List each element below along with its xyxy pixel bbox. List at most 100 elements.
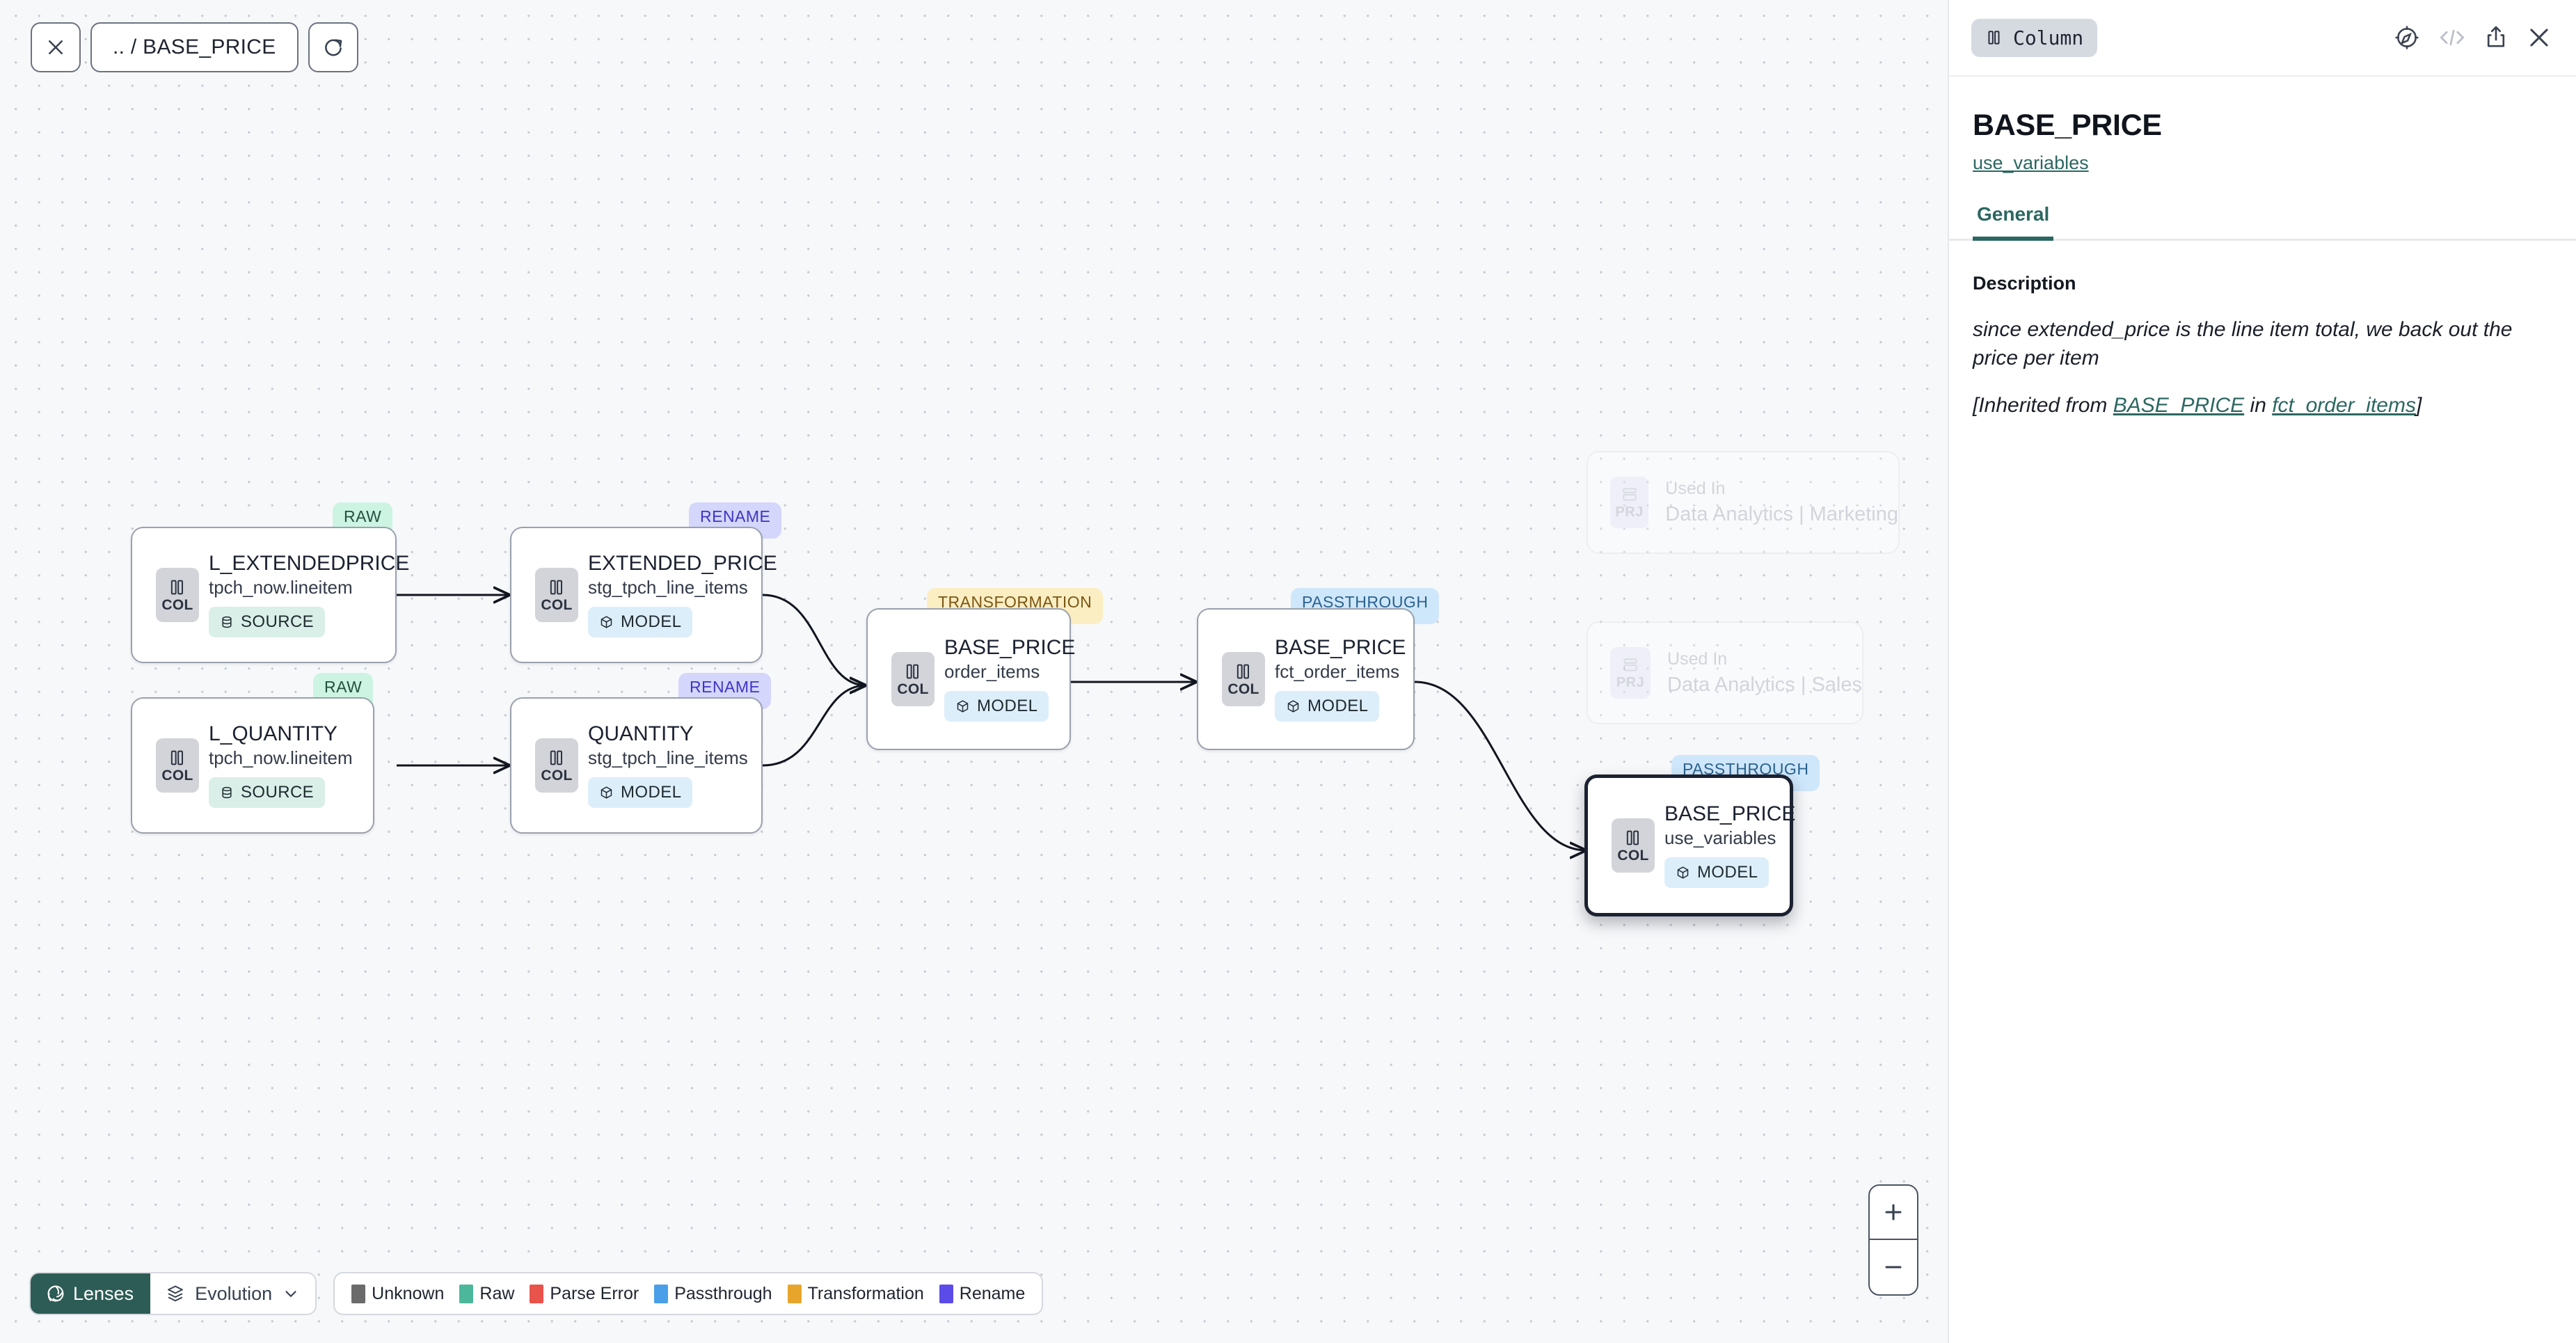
panel-tabs: General (1949, 203, 2576, 241)
graph-node-base-price-order-items[interactable]: COL BASE_PRICE order_items MODEL (866, 608, 1075, 750)
legend-label: Raw (479, 1283, 515, 1303)
used-in-body: Used In Data Analytics | Sales (1667, 651, 1862, 695)
tab-general[interactable]: General (1973, 203, 2054, 241)
legend-item-rename: Rename (939, 1283, 1026, 1304)
node-icon-label: COL (161, 597, 193, 613)
graph-node-l-extendedprice[interactable]: COL L_EXTENDEDPRICE tpch_now.lineitem SO… (131, 527, 409, 663)
node-subtitle: fct_order_items (1275, 661, 1400, 683)
inherited-mid: in (2244, 393, 2273, 417)
node-type-tag-label: MODEL (621, 783, 682, 802)
legend-item-parse-error: Parse Error (530, 1284, 639, 1304)
breadcrumb-button[interactable]: .. / BASE_PRICE (90, 22, 299, 72)
database-icon (222, 787, 232, 799)
project-icon: PRJ (1610, 647, 1651, 699)
entity-type-chip[interactable]: Column (1971, 18, 2098, 57)
zoom-out-button[interactable] (1870, 1240, 1917, 1294)
used-in-node-sales[interactable]: PRJ Used In Data Analytics | Sales (1587, 621, 1863, 724)
close-graph-button[interactable] (31, 22, 81, 72)
node-type-tag: MODEL (1275, 691, 1380, 722)
aperture-icon (47, 1285, 64, 1302)
node-subtitle: order_items (944, 661, 1040, 683)
node-title: BASE_PRICE (1275, 635, 1406, 659)
legend-swatch (654, 1284, 669, 1303)
used-in-project: Data Analytics | Sales (1667, 674, 1862, 696)
legend-label: Rename (959, 1283, 1026, 1303)
graph-node-extended-price[interactable]: COL EXTENDED_PRICE stg_tpch_line_items M… (510, 527, 777, 663)
node-icon-label: COL (161, 768, 193, 784)
compass-icon[interactable] (2394, 24, 2420, 51)
canvas-toolbar: .. / BASE_PRICE (31, 22, 358, 72)
legend-swatch (459, 1284, 474, 1303)
inherited-model-link[interactable]: fct_order_items (2272, 393, 2416, 417)
legend-swatch (939, 1284, 953, 1303)
node-type-tag: SOURCE (209, 777, 326, 809)
column-icon-badge: COL (156, 738, 199, 793)
panel-header: Column (1949, 0, 2576, 77)
panel-model-link[interactable]: use_variables (1973, 152, 2089, 173)
column-icon (550, 750, 562, 765)
edge-fctorderitems-usevariables (1414, 681, 1587, 850)
legend-label: Transformation (807, 1283, 924, 1303)
zoom-controls (1868, 1184, 1918, 1296)
column-icon (170, 580, 183, 595)
evolution-dropdown[interactable]: Evolution (150, 1273, 316, 1314)
node-icon-label: COL (541, 597, 573, 613)
legend-item-unknown: Unknown (351, 1284, 444, 1304)
graph-node-base-price-fct-order-items[interactable]: COL BASE_PRICE fct_order_items MODEL (1197, 608, 1415, 750)
code-icon[interactable] (2438, 26, 2466, 49)
column-icon-badge: COL (1222, 652, 1265, 706)
legend-swatch (351, 1284, 366, 1303)
node-subtitle: stg_tpch_line_items (588, 747, 748, 769)
node-subtitle: tpch_now.lineitem (209, 747, 353, 769)
node-title: BASE_PRICE (944, 635, 1076, 659)
node-icon-label: COL (1617, 848, 1649, 864)
column-icon-badge: COL (891, 652, 935, 706)
node-type-tag: MODEL (588, 607, 693, 638)
graph-node-quantity[interactable]: COL QUANTITY stg_tpch_line_items MODEL (510, 697, 763, 834)
database-icon (222, 617, 232, 628)
close-icon[interactable] (2526, 24, 2552, 51)
node-subtitle: tpch_now.lineitem (209, 577, 353, 598)
node-subtitle: use_variables (1664, 827, 1776, 849)
node-subtitle: stg_tpch_line_items (588, 577, 748, 598)
inherited-column-link[interactable]: BASE_PRICE (2113, 393, 2245, 417)
legend-item-passthrough: Passthrough (654, 1284, 772, 1304)
node-type-tag: SOURCE (209, 607, 326, 638)
cube-icon (1287, 700, 1299, 713)
node-type-tag-label: SOURCE (241, 783, 315, 802)
legend-label: Passthrough (674, 1283, 772, 1303)
legend-label: Parse Error (550, 1283, 639, 1303)
graph-node-l-quantity[interactable]: COL L_QUANTITY tpch_now.lineitem SOURCE (131, 697, 374, 834)
lenses-button[interactable]: Lenses (31, 1273, 151, 1314)
used-in-node-marketing[interactable]: PRJ Used In Data Analytics | Marketing (1587, 451, 1900, 554)
node-title: L_EXTENDEDPRICE (209, 551, 410, 575)
node-title: L_QUANTITY (209, 722, 338, 745)
node-body: EXTENDED_PRICE stg_tpch_line_items MODEL (588, 539, 795, 652)
column-icon-badge: COL (535, 738, 578, 793)
legend-label: Unknown (372, 1283, 445, 1303)
used-in-caption: Used In (1665, 479, 1726, 498)
lineage-canvas[interactable]: .. / BASE_PRICE (0, 0, 1948, 1343)
node-type-tag: MODEL (588, 777, 693, 809)
lens-group: Lenses Evolution (29, 1272, 317, 1315)
node-type-tag-label: MODEL (1697, 863, 1758, 882)
node-title: EXTENDED_PRICE (588, 551, 777, 575)
description-body: since extended_price is the line item to… (1949, 294, 2576, 420)
share-icon[interactable] (2484, 25, 2508, 50)
node-type-tag-label: SOURCE (241, 612, 315, 632)
used-in-caption: Used In (1667, 649, 1728, 669)
legend-swatch (787, 1284, 802, 1303)
node-body: L_QUANTITY tpch_now.lineitem SOURCE (209, 709, 371, 823)
column-icon (1237, 664, 1249, 679)
project-icon-label: PRJ (1616, 675, 1645, 690)
column-icon-badge: COL (535, 568, 578, 622)
legend-item-raw: Raw (459, 1284, 514, 1304)
inherited-prefix: [Inherited from (1973, 393, 2113, 417)
node-type-tag-label: MODEL (1307, 697, 1369, 716)
zoom-in-button[interactable] (1870, 1186, 1917, 1240)
node-icon-label: COL (541, 768, 573, 784)
refresh-button[interactable] (308, 22, 358, 72)
graph-node-base-price-use-variables[interactable]: COL BASE_PRICE use_variables MODEL (1584, 774, 1795, 916)
refresh-icon (324, 39, 342, 56)
used-in-body: Used In Data Analytics | Marketing (1665, 480, 1898, 525)
